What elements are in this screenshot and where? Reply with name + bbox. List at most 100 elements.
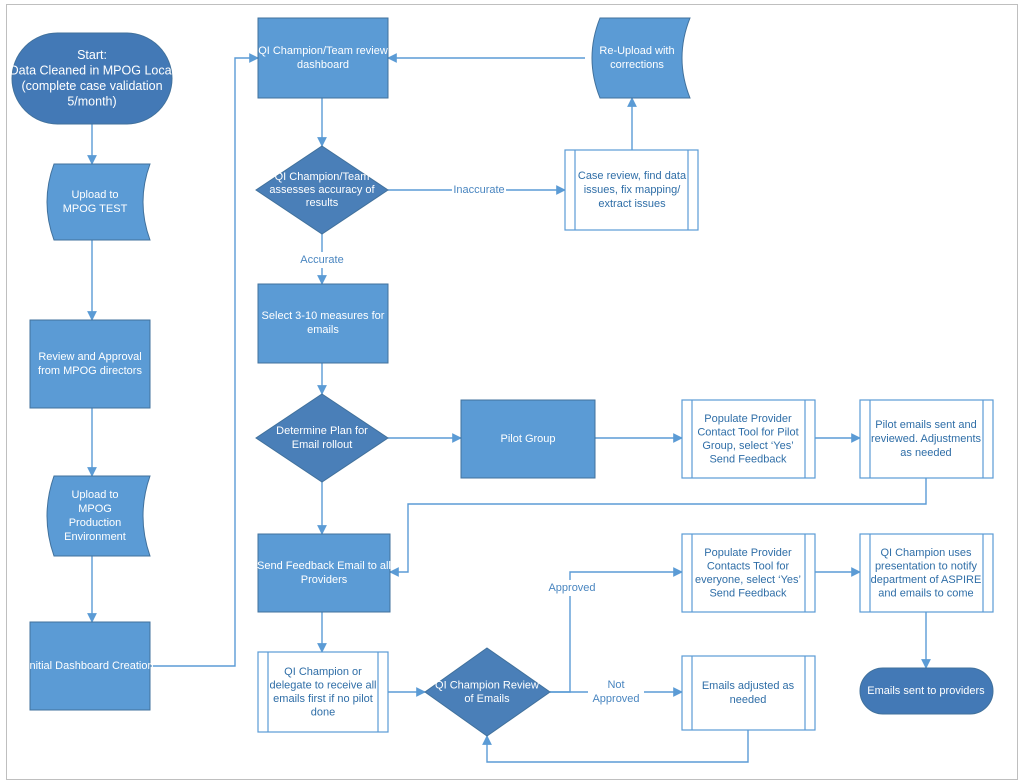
label-line: Populate Provider [704, 413, 792, 425]
diagram-border [6, 4, 1018, 780]
label-line: department of ASPIRE [871, 574, 982, 586]
upload-test-storage [46, 163, 151, 241]
label-line: QI Champion/Team [275, 171, 370, 183]
label-line: and emails to come [878, 587, 973, 599]
label-line: from MPOG directors [38, 365, 142, 377]
populate-everyone-subprocess [681, 533, 816, 613]
label-line: as needed [900, 447, 951, 459]
label-line: reviewed. Adjustments [871, 433, 982, 445]
label-line: Upload to [71, 489, 118, 501]
emails-adjusted-subprocess [681, 655, 816, 731]
qi-presentation-subprocess [859, 533, 994, 613]
label-line: MPOG TEST [63, 203, 128, 215]
emails-sent-terminal [859, 667, 994, 715]
label-line: Start: [77, 48, 107, 62]
label-line: Determine Plan for [276, 425, 368, 437]
case-review-subprocess [564, 149, 699, 231]
label-line: Upload to [71, 189, 118, 201]
label-line: Environment [64, 531, 126, 543]
label-line: Email rollout [292, 439, 353, 451]
reupload-label: Re-Upload with corrections [599, 45, 674, 71]
start-terminal [11, 32, 173, 125]
reupload-storage [591, 17, 691, 99]
label-line: extract issues [598, 198, 666, 210]
edge-label-approved: Approved [548, 582, 595, 594]
label-line: Emails adjusted as [702, 680, 795, 692]
upload-production-storage [46, 475, 151, 557]
label-line: Contacts Tool for [707, 560, 790, 572]
pilot-sent-label: Pilot emails sent and reviewed. Adjustmen… [871, 419, 982, 459]
label-line: Select 3-10 measures for [262, 310, 385, 322]
label-line: Populate Provider [704, 547, 792, 559]
label-line: dashboard [297, 59, 349, 71]
upload-test-label: Upload to MPOG TEST [63, 189, 128, 215]
label-line: of Emails [464, 693, 510, 705]
label-line: Re-Upload with [599, 45, 674, 57]
label-line: everyone, select ‘Yes’ [695, 574, 801, 586]
label-line: results [306, 197, 339, 209]
emails-sent-label: Emails sent to providers [867, 685, 985, 697]
label-line: needed [730, 694, 767, 706]
edge-pilot-sent-to-send-feedback [389, 478, 927, 577]
assess-accuracy-decision [255, 145, 389, 235]
case-review-label: Case review, find data issues, fix mappin… [578, 170, 687, 210]
label-line: Review and Approval [38, 351, 141, 363]
label-line: corrections [610, 59, 664, 71]
label-line: Approved [548, 582, 595, 594]
label-line: done [311, 706, 335, 718]
label-line: QI Champion Review [435, 679, 539, 691]
label-line: Emails sent to providers [867, 685, 985, 697]
emails-adjusted-label: Emails adjusted as needed [702, 680, 795, 706]
label-line: Contact Tool for Pilot [697, 426, 798, 438]
label-line: presentation to notify [875, 560, 978, 572]
label-line: Approved [592, 693, 639, 705]
label-line: QI Champion uses [880, 547, 972, 559]
pilot-sent-subprocess [859, 399, 994, 479]
select-measures-label: Select 3-10 measures for emails [262, 310, 385, 336]
edge-label-accurate: Accurate [300, 254, 343, 266]
label-line: QI Champion or [284, 666, 362, 678]
determine-plan-decision [255, 393, 389, 483]
connectors [87, 53, 931, 763]
label-line: emails first if no pilot [273, 693, 373, 705]
label-line: assesses accuracy of [269, 184, 375, 196]
edge-label-inaccurate: Inaccurate [453, 184, 504, 196]
start-label: Start: Data Cleaned in MPOG Local(complet… [10, 48, 175, 109]
qi-review-dashboard-process [257, 17, 389, 99]
initial-dashboard-label: Initial Dashboard Creation [26, 660, 153, 672]
label-line: Group, select ‘Yes’ [702, 440, 793, 452]
send-feedback-process [257, 533, 391, 613]
label-line: emails [307, 324, 339, 336]
select-measures-process [257, 283, 389, 364]
pilot-group-process [460, 399, 596, 479]
label-line: 5/month) [67, 95, 116, 109]
initial-dashboard-process [29, 621, 151, 711]
qi-review-emails-decision [424, 647, 551, 737]
label-line: Providers [301, 574, 348, 586]
label-line: Pilot emails sent and [875, 419, 977, 431]
label-line: Accurate [300, 254, 343, 266]
label-line: Data Cleaned in MPOG Local [10, 64, 175, 78]
edge-initial-to-qi-review [150, 53, 259, 667]
populate-pilot-subprocess [681, 399, 816, 479]
label-line: (complete case validation [21, 79, 162, 93]
label-line: issues, fix mapping/ [584, 184, 682, 196]
review-approval-process [29, 319, 151, 409]
label-line: Production [69, 517, 122, 529]
label-line: Initial Dashboard Creation [26, 660, 153, 672]
label-line: Send Feedback [709, 453, 787, 465]
label-line: MPOG [78, 503, 112, 515]
label-line: Case review, find data [578, 170, 687, 182]
label-line: Not [607, 679, 624, 691]
label-line: Send Feedback Email to all [257, 560, 391, 572]
label-line: Pilot Group [500, 433, 555, 445]
